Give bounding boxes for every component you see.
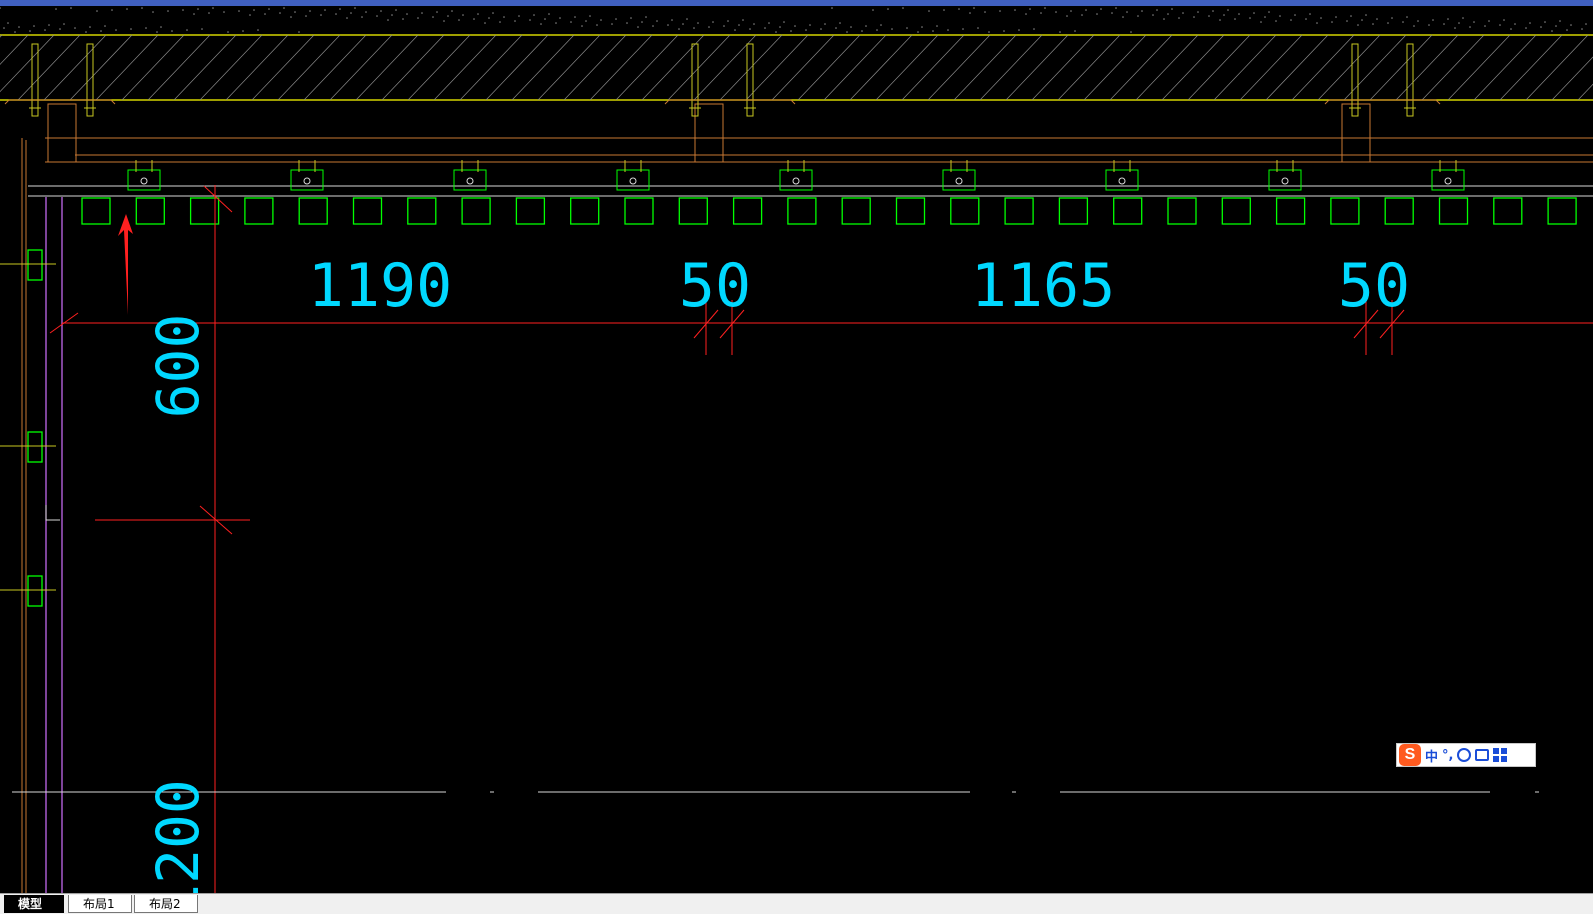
panel-profile bbox=[1113, 197, 1143, 225]
anchor-bolt bbox=[86, 43, 94, 117]
panel-profile bbox=[1004, 197, 1034, 225]
ime-punctuation-toggle[interactable]: °, bbox=[1442, 747, 1454, 763]
hanger-bracket bbox=[453, 169, 487, 191]
dimension-50-second: 50 bbox=[1338, 251, 1410, 321]
tab-model[interactable]: 模型 bbox=[4, 895, 64, 913]
panel-profile bbox=[1547, 197, 1577, 225]
panel-profile bbox=[1493, 197, 1523, 225]
panel-profile bbox=[352, 197, 383, 225]
hanger-bracket bbox=[779, 169, 813, 191]
dimension-1165: 1165 bbox=[971, 251, 1116, 321]
panel-profile bbox=[624, 197, 654, 225]
anchor-bolt bbox=[691, 43, 699, 117]
anchor-bolt bbox=[1406, 43, 1414, 117]
tab-layout1[interactable]: 布局1 bbox=[68, 895, 132, 913]
panel-profile bbox=[1221, 197, 1251, 225]
emoji-icon[interactable] bbox=[1457, 748, 1472, 762]
panel-profile bbox=[135, 197, 165, 225]
panel-profile bbox=[461, 197, 491, 225]
sogou-logo-icon[interactable]: S bbox=[1399, 744, 1421, 766]
panel-profile bbox=[1058, 197, 1089, 225]
hanger-bracket bbox=[616, 169, 650, 191]
hanger-bracket bbox=[290, 169, 324, 191]
tab-layout2[interactable]: 布局2 bbox=[134, 895, 198, 913]
dimension-1200: 1200 bbox=[144, 779, 212, 893]
steel-frame bbox=[21, 103, 1593, 893]
panel-profile bbox=[298, 197, 328, 225]
panel-profile bbox=[570, 197, 600, 225]
panel-profile bbox=[732, 197, 763, 225]
panel-profile bbox=[895, 197, 926, 225]
side-clip bbox=[27, 575, 43, 607]
panel-profile bbox=[1330, 197, 1360, 225]
side-clip bbox=[27, 249, 43, 281]
hanger-bracket bbox=[942, 169, 976, 191]
hanger-bracket bbox=[1431, 169, 1465, 191]
panel-profile bbox=[81, 197, 111, 225]
cad-drawing-canvas[interactable]: 1190 50 1165 50 600 1200 S 中 °, bbox=[0, 0, 1593, 893]
base-plate bbox=[664, 99, 796, 105]
panel-profile bbox=[787, 197, 817, 225]
panel-profile bbox=[950, 197, 980, 225]
panel-profile bbox=[1384, 197, 1414, 225]
brackets bbox=[127, 160, 1465, 191]
panel-profile bbox=[1275, 197, 1306, 225]
ime-mode-toggle[interactable]: 中 bbox=[1425, 749, 1439, 765]
toolbox-icon[interactable] bbox=[1493, 748, 1508, 762]
left-mullion bbox=[0, 197, 63, 893]
anchor-bolt bbox=[746, 43, 754, 117]
keyboard-icon[interactable] bbox=[1475, 749, 1490, 761]
concrete-slab bbox=[0, 0, 1593, 101]
hanger-bracket bbox=[1105, 169, 1139, 191]
panel-profile bbox=[244, 197, 274, 225]
panel-profile bbox=[1438, 197, 1469, 225]
hanger-bracket bbox=[1268, 169, 1302, 191]
hanger-bracket bbox=[127, 169, 161, 191]
dimension-50-first: 50 bbox=[679, 251, 751, 321]
dimension-600: 600 bbox=[144, 314, 212, 419]
panel-profile bbox=[515, 197, 546, 225]
base-plate bbox=[4, 99, 116, 105]
cad-drawing: 1190 50 1165 50 600 1200 bbox=[0, 0, 1593, 893]
layout-tab-bar: 模型 布局1 布局2 bbox=[0, 893, 1593, 914]
anchor-bolts bbox=[4, 43, 1441, 117]
base-plate bbox=[1324, 99, 1441, 105]
panel-profile bbox=[1167, 197, 1197, 225]
annotation-arrow bbox=[118, 214, 133, 315]
dimension-1190: 1190 bbox=[308, 251, 453, 321]
panel-profile bbox=[189, 197, 220, 225]
ime-toolbar[interactable]: S 中 °, bbox=[1396, 743, 1536, 767]
panel-profile bbox=[841, 197, 871, 225]
ceiling-panels bbox=[81, 197, 1577, 225]
panel-profile bbox=[407, 197, 437, 225]
side-clip bbox=[27, 431, 43, 463]
dimension-lines bbox=[49, 185, 1593, 893]
panel-profile bbox=[678, 197, 708, 225]
rail bbox=[28, 185, 1593, 197]
anchor-bolt bbox=[31, 43, 39, 117]
anchor-bolt bbox=[1351, 43, 1359, 117]
